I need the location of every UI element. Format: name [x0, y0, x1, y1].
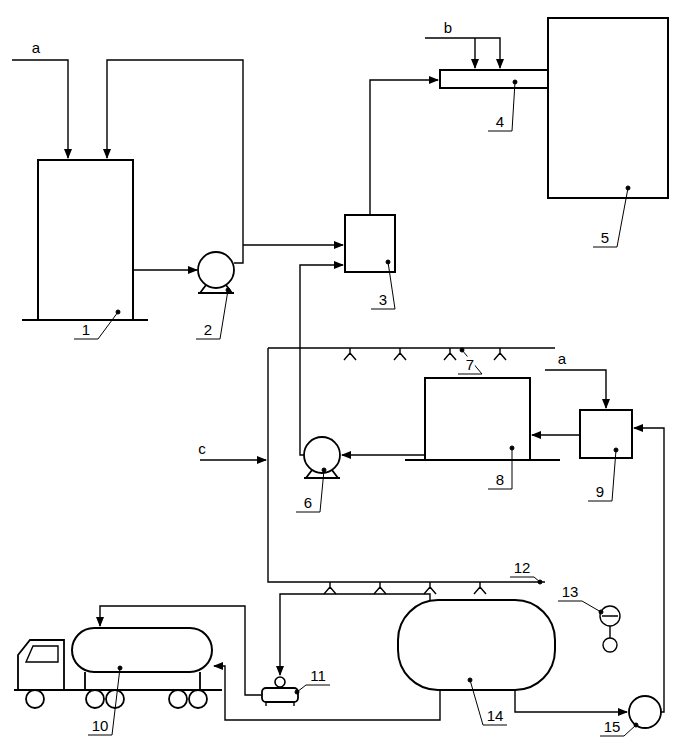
stream-label: a: [557, 351, 567, 366]
callout-number: 13: [561, 584, 580, 599]
callout-number: 5: [600, 230, 610, 245]
callout-number: 4: [495, 114, 505, 129]
stream-label: b: [443, 20, 453, 35]
callout-number: 11: [309, 668, 327, 683]
stream-label: c: [197, 441, 207, 456]
callout-number: 8: [495, 472, 505, 487]
callout-number: 3: [378, 292, 388, 307]
callout-number: 10: [91, 718, 110, 733]
callout-number: 1: [81, 322, 91, 337]
callout-number: 7: [465, 357, 475, 372]
callout-number: 15: [603, 719, 622, 734]
callout-number: 12: [513, 560, 532, 575]
callout-number: 9: [595, 484, 605, 499]
callout-number: 2: [203, 322, 213, 337]
stream-label: a: [31, 40, 41, 55]
callout-number: 6: [303, 495, 313, 510]
callout-number: 14: [486, 708, 505, 723]
